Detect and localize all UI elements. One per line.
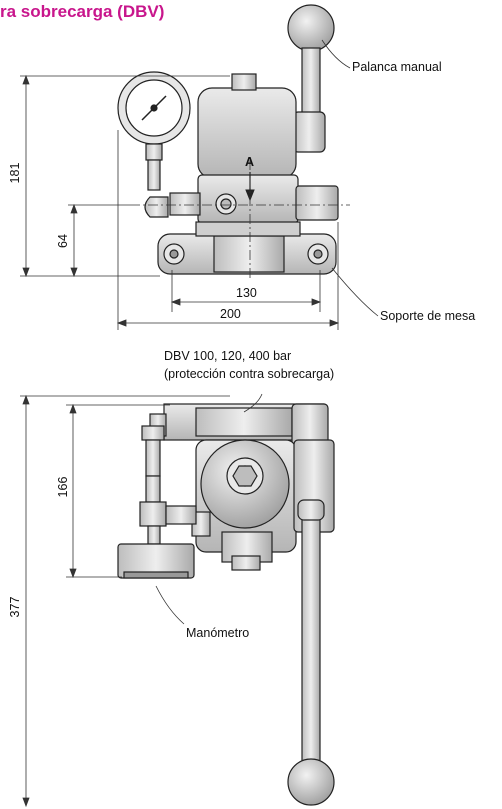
label-palanca-manual: Palanca manual (352, 60, 442, 74)
lever-rod-bottom (301, 505, 321, 771)
lever-rod-top (301, 47, 321, 121)
leader-palanca (321, 39, 351, 69)
lever-ball-top (287, 4, 335, 52)
top-view (117, 4, 339, 275)
page-title: ra sobrecarga (DBV) (0, 2, 165, 21)
dim-200: 200 (220, 307, 241, 321)
label-dbv-line2: (protección contra sobrecarga) (164, 367, 335, 381)
label-dbv-line1: DBV 100, 120, 400 bar (164, 349, 292, 363)
dim-377: 377 (8, 596, 22, 618)
dim-181: 181 (8, 162, 22, 184)
leader-manometro (155, 585, 185, 625)
dimension-lines-top (20, 74, 340, 330)
dim-130: 130 (236, 286, 257, 300)
valve-block-top (197, 174, 299, 224)
lever-ball-bottom (287, 758, 335, 806)
leader-soporte (331, 267, 379, 317)
leader-dbv (243, 393, 263, 413)
bottom-view (117, 403, 335, 806)
label-manometro: Manómetro (186, 626, 250, 640)
label-soporte-de-mesa: Soporte de mesa (380, 309, 476, 323)
dim-64: 64 (56, 234, 70, 248)
dim-166: 166 (56, 476, 70, 498)
label-section-a: A (245, 155, 255, 169)
dimension-lines-bottom (20, 394, 230, 808)
